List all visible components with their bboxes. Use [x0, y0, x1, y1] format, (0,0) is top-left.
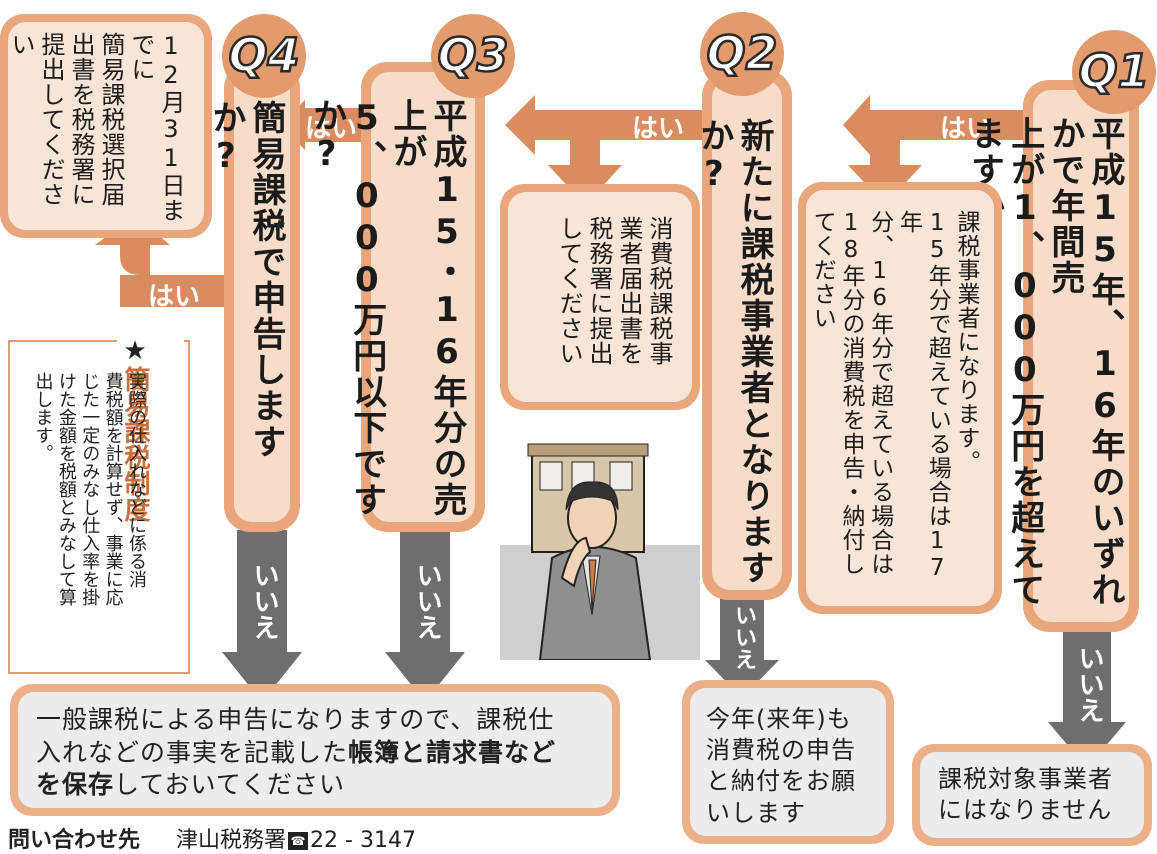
- q4-star: ★: [272, 215, 287, 234]
- no-label-q2: いいえ: [731, 604, 756, 670]
- q3-box: 平成15・16年分の売上が 5、000万円以下ですか?: [307, 62, 485, 532]
- no-label-q1: いいえ: [1074, 645, 1104, 723]
- no-arrow-q4: [237, 530, 287, 656]
- q1-yes-info: 課税事業者になります。 15年分で超えている場合は17年 分、16年分で超えてい…: [809, 210, 979, 582]
- no-arrow-q1: [1063, 630, 1111, 726]
- q4-yes-info-box: 12月31日までに 簡易課税選択届 出書を税務署に 提出してくださ い: [0, 14, 212, 238]
- yes-label-q1: はい: [940, 114, 993, 144]
- result-not-taxable: 課税対象事業者 にはなりません: [938, 765, 1113, 825]
- q4-badge: Q4: [222, 14, 306, 98]
- contact-label: 問い合わせ先: [8, 828, 141, 853]
- no-label-q4: いいえ: [249, 562, 279, 640]
- result-q2-no: 今年(来年)も 消費税の申告 と納付をお願 いします: [706, 705, 856, 827]
- result-q2-no-box: 今年(来年)も 消費税の申告 と納付をお願 いします: [682, 680, 894, 844]
- q1-yes-info-box: 課税事業者になります。 15年分で超えている場合は17年 分、16年分で超えてい…: [798, 182, 1002, 614]
- no-arrow-q2: [720, 598, 764, 664]
- q1-badge: Q1: [1072, 30, 1156, 114]
- contact-phone: 22 - 3147: [310, 828, 416, 853]
- footnote-box: ★簡易課税制度 実際の仕入れなどに係る消 費税額を計算せず、事業に応 じた一定の…: [8, 334, 190, 674]
- q3-badge: Q3: [431, 14, 515, 98]
- q2-yes-info: 消費税課税事 業者届出書を 税務署に提出 してください: [555, 216, 673, 366]
- result-not-taxable-box: 課税対象事業者 にはなりません: [912, 744, 1152, 846]
- footnote-body: 実際の仕入れなどに係る消 費税額を計算せず、事業に応 じた一定のみなし仕入率を掛…: [32, 372, 147, 606]
- q2-box: 新たに課税事業者となりますか?: [694, 70, 792, 600]
- q4-question: 簡易課税で申告しますか?: [205, 100, 286, 460]
- businessman-illustration: [500, 443, 700, 660]
- q4-box: 簡易課税で申告しますか? ★: [206, 62, 300, 532]
- yes-label-q4: はい: [148, 282, 201, 312]
- yes-label-q2: はい: [632, 114, 685, 144]
- star-icon: ★: [120, 336, 150, 366]
- no-label-q3: いいえ: [412, 562, 442, 640]
- footnote-title: ★簡易課税制度: [117, 334, 184, 524]
- phone-icon: ☎: [288, 832, 309, 850]
- q1-box: 平成15年、16年のいずれかで年間売 上が1、000万円を超えてますか?: [965, 80, 1139, 632]
- q2-yes-info-box: 消費税課税事 業者届出書を 税務署に提出 してください: [500, 184, 700, 410]
- q2-badge: Q2: [700, 12, 784, 96]
- contact-line: 問い合わせ先 津山税務署☎22 - 3147: [8, 822, 416, 854]
- no-arrow-q3: [400, 530, 450, 656]
- yes-arrow-q1-left: [843, 95, 870, 155]
- q2-question: 新たに課税事業者となりますか?: [693, 118, 774, 586]
- q3-question: 平成15・16年分の売上が 5、000万円以下ですか?: [306, 98, 467, 518]
- q4-yes-info: 12月31日までに 簡易課税選択届 出書を税務署に 提出してくださ い: [7, 32, 185, 223]
- contact-office: 津山税務署: [176, 828, 287, 853]
- yes-label-q3: はい: [305, 114, 358, 144]
- result-general: 一般課税による申告になりますので、課税仕 入れなどの事実を記載した帳簿と請求書な…: [36, 705, 557, 799]
- result-general-box: 一般課税による申告になりますので、課税仕 入れなどの事実を記載した帳簿と請求書な…: [10, 684, 620, 816]
